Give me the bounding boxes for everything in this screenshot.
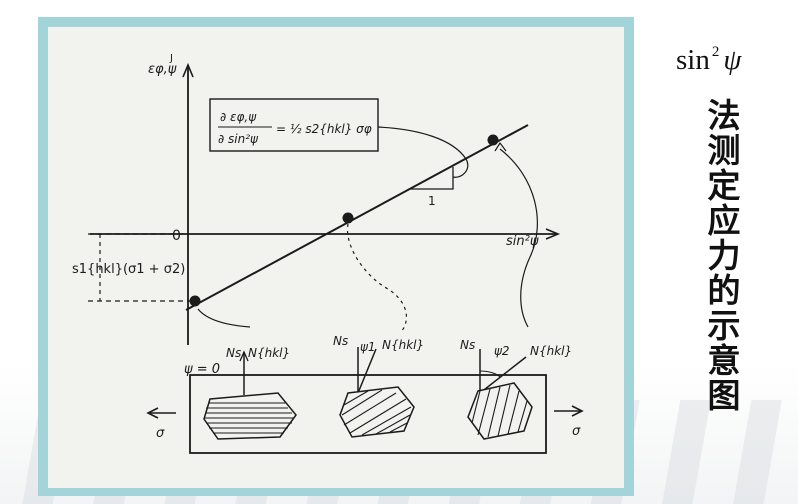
formula-base: sin bbox=[676, 44, 710, 76]
specimen-box bbox=[189, 374, 547, 454]
stress-right-label: σ bbox=[572, 424, 581, 439]
slope-triangle bbox=[410, 167, 454, 190]
slope-run-label: 1 bbox=[428, 194, 436, 208]
y-axis-arrow bbox=[182, 62, 194, 78]
crystallite-1 bbox=[203, 392, 297, 440]
formula-symbol: ψ bbox=[723, 44, 742, 76]
stress-arrow-left-head bbox=[146, 407, 159, 419]
y-axis-label: εφ,ψ bbox=[148, 62, 177, 77]
data-point-psi2 bbox=[487, 134, 499, 146]
leader-psi0 bbox=[197, 308, 251, 328]
n-vector-3 bbox=[479, 356, 527, 394]
psi2-label: ψ2 bbox=[494, 344, 510, 358]
ns-label-1: Ns bbox=[226, 346, 241, 360]
y-axis-superscript: J bbox=[169, 53, 173, 64]
ns-vector-1-arrow bbox=[239, 350, 249, 362]
zero-label: 0 bbox=[172, 228, 181, 244]
figure-scan: εφ,ψ J 0 sin²ψ s1{hkl}(σ1 + σ2) 1 ∂ εφ,ψ… bbox=[48, 27, 624, 488]
leader-psi2 bbox=[499, 148, 538, 328]
x-axis-arrow bbox=[545, 228, 561, 240]
slide-title: 法测定应力的示意图 bbox=[702, 98, 741, 413]
data-point-psi1 bbox=[342, 212, 354, 224]
formula-rhs: = ½ s2{hkl} σφ bbox=[276, 122, 372, 136]
ns-label-3: Ns bbox=[460, 338, 475, 352]
psi1-label: ψ1 bbox=[360, 340, 376, 354]
ns-label-2: Ns bbox=[333, 334, 348, 348]
psi-zero-label: ψ = 0 bbox=[184, 362, 220, 377]
n-label-2: N{hkl} bbox=[382, 338, 424, 352]
n-label-1: N{hkl} bbox=[248, 346, 290, 360]
intercept-label: s1{hkl}(σ1 + σ2) bbox=[72, 262, 185, 277]
leader-psi2-arrow bbox=[494, 141, 507, 152]
stress-arrow-right-head bbox=[571, 405, 584, 417]
crystallite-3 bbox=[467, 382, 533, 440]
n-label-3: N{hkl} bbox=[530, 344, 572, 358]
regression-line bbox=[185, 124, 529, 311]
sin2psi-diagram: εφ,ψ J 0 sin²ψ s1{hkl}(σ1 + σ2) 1 ∂ εφ,ψ… bbox=[72, 53, 584, 454]
stress-left-label: σ bbox=[156, 426, 165, 441]
formula-leader bbox=[377, 126, 469, 178]
n-vector-2 bbox=[357, 348, 377, 394]
formula-numerator: ∂ εφ,ψ bbox=[220, 110, 257, 124]
formula-denominator: ∂ sin²ψ bbox=[218, 132, 259, 146]
psi2-arc bbox=[479, 370, 501, 378]
x-axis-label: sin²ψ bbox=[506, 234, 539, 249]
leader-psi1 bbox=[346, 223, 407, 334]
formula-exponent: 2 bbox=[711, 44, 720, 60]
crystallite-2 bbox=[339, 386, 415, 438]
data-point-psi0 bbox=[189, 295, 201, 307]
slope-formula-box bbox=[209, 98, 379, 152]
